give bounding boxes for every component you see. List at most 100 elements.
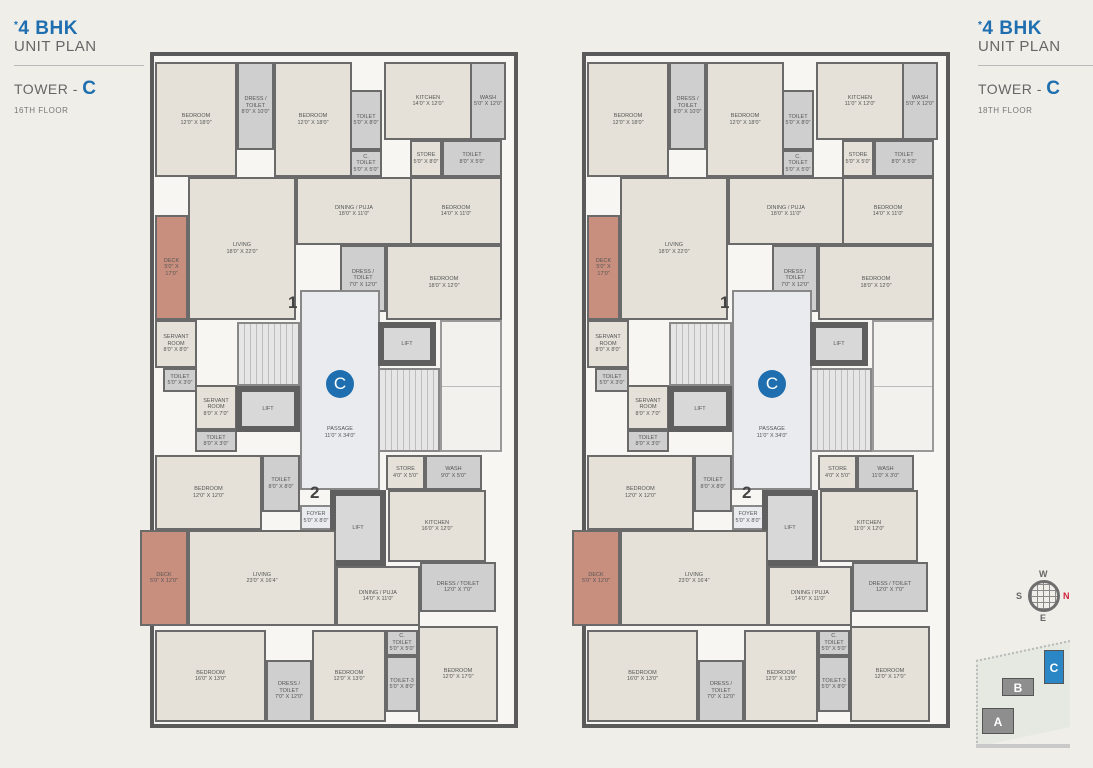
room-wash	[902, 62, 938, 140]
room-servant-room	[587, 320, 629, 368]
room-living	[188, 530, 336, 626]
room-toilet	[195, 430, 237, 452]
room-servant-room	[155, 320, 197, 368]
room-dress-toilet	[852, 562, 928, 612]
room-lift	[330, 490, 386, 566]
building-b: B	[1002, 678, 1034, 696]
room-toilet	[782, 90, 814, 150]
divider	[14, 65, 144, 66]
room-toilet	[442, 140, 502, 177]
plan-header-right: *4 BHK UNIT PLAN TOWER - C 18TH FLOOR	[978, 18, 1093, 115]
room-dining-puja	[768, 566, 852, 626]
room-lift	[378, 322, 436, 366]
room-bedroom	[410, 177, 502, 245]
room-deck	[572, 530, 620, 626]
room-deck	[155, 215, 188, 320]
room-bedroom	[850, 626, 930, 722]
unit-number: 2	[310, 483, 320, 502]
building-c: C	[1044, 650, 1064, 684]
room-kitchen	[388, 490, 486, 562]
unit-number: 1	[288, 293, 298, 312]
room-bedroom	[744, 630, 818, 722]
room-lift	[810, 322, 868, 366]
room-dress-toilet	[266, 660, 312, 722]
room-staircase	[810, 368, 872, 452]
room-kitchen	[816, 62, 904, 140]
tower-label: TOWER - C	[978, 78, 1061, 99]
room-store	[386, 455, 425, 490]
room-store	[842, 140, 874, 177]
room-toilet	[262, 455, 300, 512]
room-servant-room	[627, 385, 669, 430]
site-road	[976, 744, 1070, 748]
compass-south: S	[1016, 591, 1023, 601]
compass-east: E	[1040, 613, 1047, 623]
room-bedroom	[274, 62, 352, 177]
building-a: A	[982, 708, 1014, 734]
room-toilet	[874, 140, 934, 177]
room-dress-toilet	[237, 62, 274, 150]
compass-rose-icon	[1028, 580, 1060, 612]
unit-plan-label: UNIT PLAN	[14, 38, 97, 55]
room-dress-toilet	[420, 562, 496, 612]
unit-plan-label: UNIT PLAN	[978, 38, 1061, 55]
room-foyer	[300, 505, 332, 530]
room-kitchen	[820, 490, 918, 562]
compass-north: N	[1063, 591, 1070, 601]
room-wash	[857, 455, 914, 490]
divider	[978, 65, 1093, 66]
room-bedroom	[587, 62, 669, 177]
unit-number: 1	[720, 293, 730, 312]
room-dining-puja	[336, 566, 420, 626]
room-toilet	[627, 430, 669, 452]
room-bedroom	[706, 62, 784, 177]
room-void	[872, 320, 934, 452]
room-bedroom	[155, 455, 262, 530]
room-lift	[762, 490, 818, 566]
room-toilet	[350, 90, 382, 150]
room-c-toilet	[350, 150, 382, 177]
room-deck	[140, 530, 188, 626]
room-c-toilet	[386, 630, 418, 656]
room-wash	[470, 62, 506, 140]
room-lift	[668, 386, 732, 432]
room-store	[410, 140, 442, 177]
tower-marker: C	[326, 370, 354, 398]
room-c-toilet	[782, 150, 814, 177]
room-living	[188, 177, 296, 320]
room-kitchen	[384, 62, 472, 140]
room-wash	[425, 455, 482, 490]
room-bedroom	[312, 630, 386, 722]
unit-number: 2	[742, 483, 752, 502]
room-dress-toilet	[698, 660, 744, 722]
tower-marker: C	[758, 370, 786, 398]
room-dining-puja	[728, 177, 844, 245]
room-store	[818, 455, 857, 490]
room-staircase	[378, 368, 440, 452]
plan-header-left: *4 BHK UNIT PLAN TOWER - C 16TH FLOOR	[14, 18, 144, 115]
room-bedroom	[418, 626, 498, 722]
room-foyer	[732, 505, 764, 530]
room-toilet	[595, 368, 629, 392]
room-lift	[236, 386, 300, 432]
bhk-title: *4 BHK	[14, 18, 78, 39]
room-servant-room	[195, 385, 237, 430]
room-bedroom	[386, 245, 502, 320]
room-bedroom	[818, 245, 934, 320]
room-bedroom	[587, 455, 694, 530]
room-living	[620, 530, 768, 626]
compass-west: W	[1039, 569, 1048, 579]
room-void	[440, 320, 502, 452]
bhk-title: *4 BHK	[978, 18, 1042, 39]
floor-label: 18TH FLOOR	[978, 106, 1033, 115]
room-toilet	[694, 455, 732, 512]
floor-label: 16TH FLOOR	[14, 106, 69, 115]
room-toilet-3	[386, 656, 418, 712]
room-deck	[587, 215, 620, 320]
room-dress-toilet	[669, 62, 706, 150]
room-bedroom	[587, 630, 698, 722]
room-toilet-3	[818, 656, 850, 712]
room-bedroom	[155, 62, 237, 177]
room-staircase	[669, 322, 732, 386]
